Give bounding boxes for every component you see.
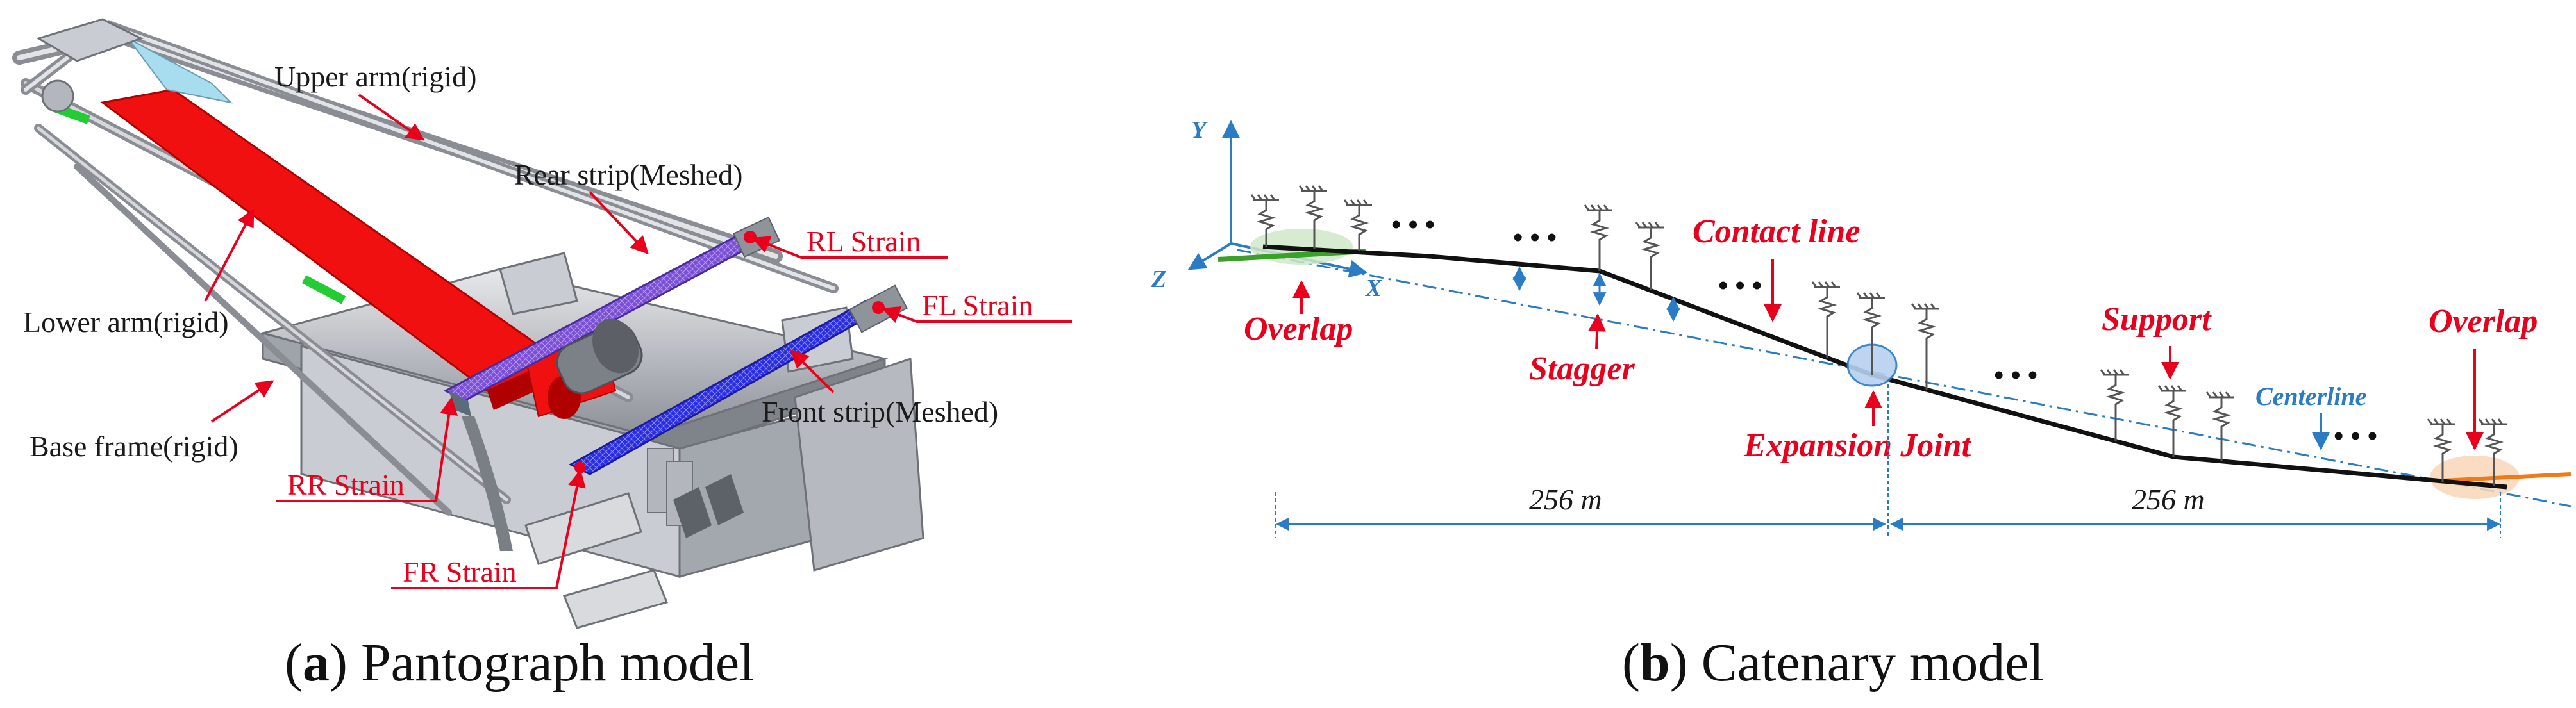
dropper-springs: [1250, 185, 2507, 486]
coordinate-axes: Y X Z: [1151, 117, 1383, 302]
spring-10: [2157, 385, 2186, 457]
label-overlap-right: Overlap: [2429, 303, 2538, 340]
ellipsis-2: • • •: [1513, 222, 1557, 253]
arrow-rear-strip: [589, 191, 649, 255]
arrow-base-frame: [210, 380, 274, 423]
spring-2: [1298, 185, 1327, 249]
arrow-stagger: [1588, 313, 1607, 350]
arrow-fl-strain: [882, 306, 1072, 324]
ellipsis-4: • • •: [1994, 359, 2037, 391]
arrow-front-strip: [790, 350, 835, 393]
spring-1: [1250, 194, 1279, 247]
spring-4: [1584, 204, 1612, 271]
label-rl-strain: RL Strain: [807, 225, 921, 258]
spring-8: [1911, 303, 1939, 390]
spring-9: [2100, 369, 2129, 441]
arrow-upper-arm: [358, 94, 425, 141]
label-support: Support: [2102, 301, 2212, 338]
cylinder-drawing: [462, 318, 744, 551]
label-front-strip: Front strip(Meshed): [762, 395, 998, 428]
axis-label-y: Y: [1191, 117, 1209, 144]
label-stagger: Stagger: [1529, 350, 1635, 387]
caption-a: (a) Pantograph model: [285, 633, 755, 693]
caption-b-text: Catenary model: [1702, 633, 2044, 693]
span-dimensions: [1275, 384, 2501, 538]
spring-6: [1811, 281, 1840, 358]
stagger-arrows: [1512, 266, 1680, 322]
label-fl-strain: FL Strain: [922, 289, 1033, 322]
label-span-left: 256 m: [1529, 483, 1602, 516]
arrow-rl-strain: [751, 236, 948, 259]
arrow-fr-strain: [391, 469, 586, 589]
label-expansion-joint: Expansion Joint: [1743, 427, 1972, 464]
spring-12: [2427, 418, 2455, 482]
label-rear-strip: Rear strip(Meshed): [514, 158, 742, 191]
label-lower-arm: Lower arm(rigid): [23, 306, 229, 338]
contact-line: [1262, 244, 2507, 490]
spring-13: [2478, 418, 2507, 486]
base-frame-drawing: [259, 252, 924, 629]
axis-label-z: Z: [1151, 266, 1166, 293]
axis-label-x: X: [1365, 275, 1383, 302]
label-upper-arm: Upper arm(rigid): [274, 60, 477, 93]
spring-3: [1343, 199, 1372, 251]
label-base-frame: Base frame(rigid): [29, 430, 238, 463]
overlap-wire-right: [2442, 472, 2572, 482]
catenary-panel: Y X Z: [1151, 117, 2572, 693]
spring-5: [1635, 222, 1664, 290]
label-rr-strain: RR Strain: [287, 468, 405, 501]
caption-a-letter: a: [303, 633, 330, 693]
label-span-right: 256 m: [2132, 483, 2205, 516]
caption-a-text: Pantograph model: [361, 633, 755, 693]
label-contact-line: Contact line: [1693, 213, 1860, 250]
spring-11: [2205, 391, 2234, 461]
ellipsis-3: • • •: [1718, 270, 1762, 301]
spring-7: [1856, 292, 1885, 375]
centerline: [1237, 249, 2572, 507]
arrow-lower-arm: [204, 208, 255, 302]
caption-b-letter: b: [1640, 633, 1670, 693]
label-fr-strain: FR Strain: [403, 556, 517, 588]
ellipsis-5: • • •: [2334, 420, 2377, 452]
label-centerline: Centerline: [2255, 382, 2366, 411]
pantograph-panel: Upper arm(rigid) Rear strip(Meshed) Lowe…: [12, 18, 1072, 693]
arrow-rr-strain: [276, 397, 458, 502]
ellipsis-1: • • •: [1391, 209, 1435, 240]
label-overlap-left: Overlap: [1244, 311, 1353, 347]
upper-arm-drawing: [12, 18, 839, 293]
caption-b: (b) Catenary model: [1622, 633, 2044, 693]
